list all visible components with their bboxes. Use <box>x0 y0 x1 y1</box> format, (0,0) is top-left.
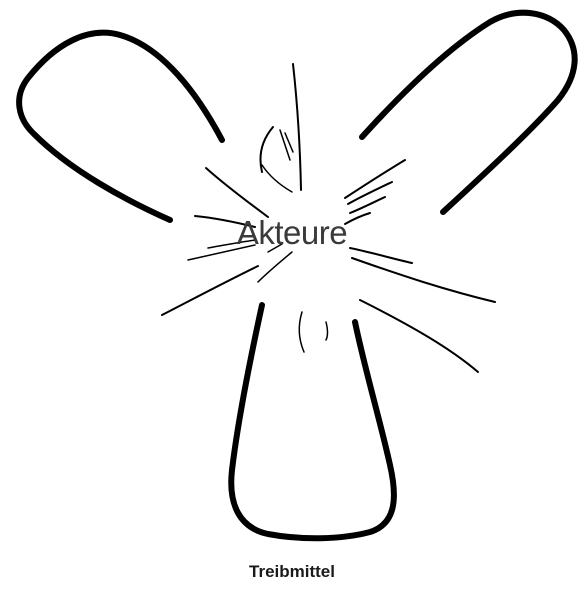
center-label: Akteure <box>0 214 584 252</box>
right-petal <box>362 13 575 212</box>
left-petal <box>19 33 222 220</box>
bottom-petal <box>231 305 394 538</box>
bottom-label: Treibmittel <box>0 562 584 582</box>
